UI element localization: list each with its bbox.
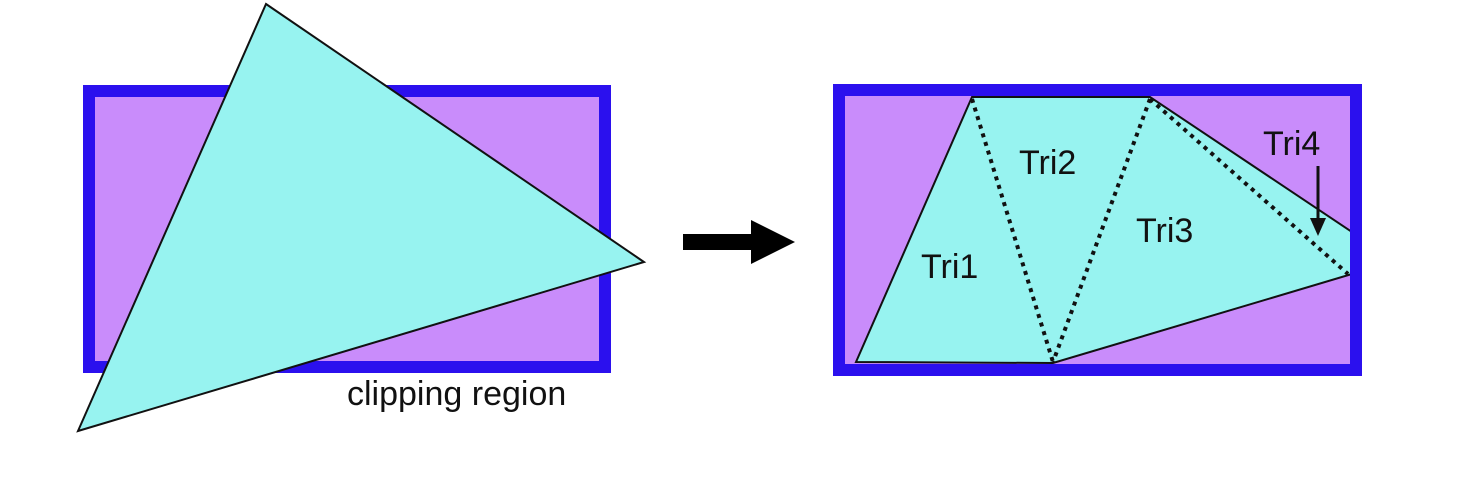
arrow-shaft xyxy=(683,234,753,250)
unclipped-triangle xyxy=(76,2,647,433)
diagonal-tri1-tri2 xyxy=(970,98,1055,363)
transform-arrow xyxy=(683,220,795,264)
tri4-label: Tri4 xyxy=(1263,125,1320,163)
clipping-region-caption: clipping region xyxy=(347,375,566,413)
left-panel: clipping region xyxy=(76,2,647,433)
diagonal-tri2-tri3 xyxy=(1051,98,1152,363)
tri3-label: Tri3 xyxy=(1136,212,1193,250)
tri4-pointer-arrow xyxy=(1310,166,1326,236)
tri1-label: Tri1 xyxy=(921,248,978,286)
tri2-label: Tri2 xyxy=(1019,144,1076,182)
clipped-region-border xyxy=(833,84,1362,376)
right-panel: Tri1 Tri2 Tri3 Tri4 xyxy=(833,84,1362,376)
clipped-polygon xyxy=(854,96,1350,364)
arrow-head xyxy=(751,220,795,264)
